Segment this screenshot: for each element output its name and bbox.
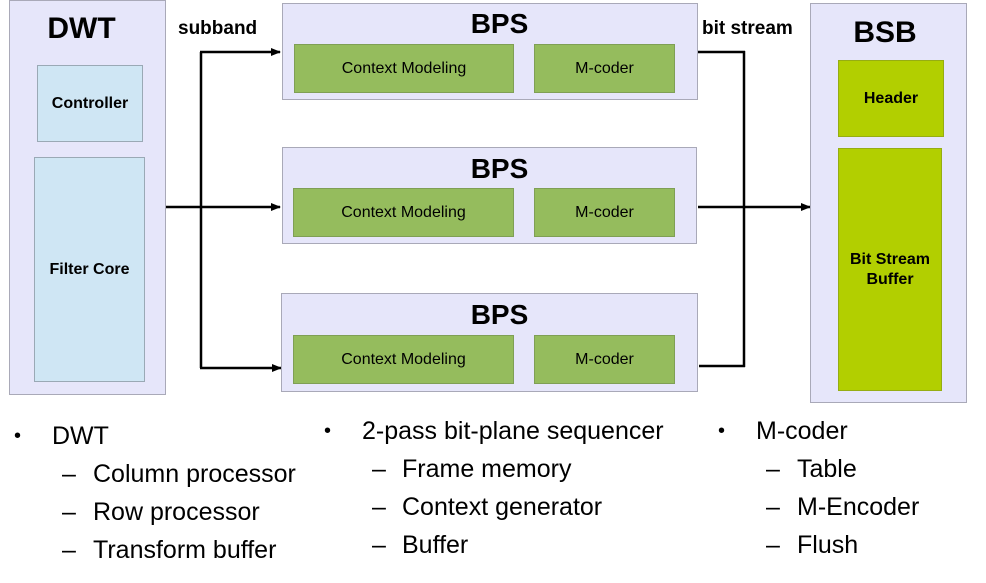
context-modeling-block-3: Context Modeling xyxy=(293,335,514,384)
bullet-item: • M-coder xyxy=(718,412,919,450)
subband-label: subband xyxy=(178,18,258,39)
sub-item-label: M-Encoder xyxy=(797,493,920,521)
bullet-item: • DWT xyxy=(14,417,296,455)
dash-icon: – xyxy=(766,455,780,483)
filter-core-block: Filter Core xyxy=(34,157,145,382)
bullet-item: • 2-pass bit-plane sequencer xyxy=(324,412,664,450)
bit-stream-buffer-line2: Buffer xyxy=(866,270,914,288)
sub-item-label: Buffer xyxy=(402,531,469,559)
bullet-title: 2-pass bit-plane sequencer xyxy=(362,417,664,445)
dash-icon: – xyxy=(766,531,780,559)
bps-title-3: BPS xyxy=(470,299,529,330)
m-coder-block-3: M-coder xyxy=(534,335,675,384)
sub-item-label: Row processor xyxy=(93,498,260,526)
bullet-list-bps: •2-pass bit-plane sequencer –Frame memor… xyxy=(324,412,664,564)
bit-stream-buffer-block: Bit Stream Buffer xyxy=(838,148,942,391)
dash-icon: – xyxy=(62,460,76,488)
bps-title-1: BPS xyxy=(470,8,529,39)
dwt-title: DWT xyxy=(47,12,116,45)
sub-item: –Flush xyxy=(718,526,919,564)
m-coder-block-1: M-coder xyxy=(534,44,675,93)
sub-item-label: Column processor xyxy=(93,460,296,488)
dash-icon: – xyxy=(372,493,386,521)
dash-icon: – xyxy=(62,536,76,564)
sub-item: –Table xyxy=(718,450,919,488)
bullet-title: M-coder xyxy=(756,417,848,445)
sub-item-label: Context generator xyxy=(402,493,603,521)
bit-stream-label: bit stream xyxy=(702,18,793,39)
bsb-title: BSB xyxy=(853,16,917,49)
sub-item: –Frame memory xyxy=(324,450,664,488)
m-coder-block-2: M-coder xyxy=(534,188,675,237)
bullet-list-dwt: •DWT –Column processor –Row processor –T… xyxy=(14,417,296,569)
bullet-icon: • xyxy=(718,420,726,442)
sub-item: –Buffer xyxy=(324,526,664,564)
sub-item: –Row processor xyxy=(14,493,296,531)
bullet-icon: • xyxy=(324,420,332,442)
bullet-title: DWT xyxy=(52,422,109,450)
context-modeling-block-2: Context Modeling xyxy=(293,188,514,237)
controller-block: Controller xyxy=(37,65,143,142)
sub-item: –Transform buffer xyxy=(14,531,296,569)
dash-icon: – xyxy=(62,498,76,526)
sub-item-label: Flush xyxy=(797,531,859,559)
bullet-icon: • xyxy=(14,425,22,447)
dash-icon: – xyxy=(372,531,386,559)
bullet-list-mcoder: •M-coder –Table –M-Encoder –Flush xyxy=(718,412,919,564)
bps-title-2: BPS xyxy=(470,153,529,184)
sub-item-label: Transform buffer xyxy=(93,536,277,564)
dash-icon: – xyxy=(372,455,386,483)
sub-item-label: Table xyxy=(797,455,857,483)
bit-stream-buffer-line1: Bit Stream xyxy=(849,250,931,268)
context-modeling-block-1: Context Modeling xyxy=(294,44,514,93)
header-block: Header xyxy=(838,60,944,137)
sub-item: –Context generator xyxy=(324,488,664,526)
dash-icon: – xyxy=(766,493,780,521)
sub-item: –M-Encoder xyxy=(718,488,919,526)
sub-item-label: Frame memory xyxy=(402,455,572,483)
sub-item: –Column processor xyxy=(14,455,296,493)
